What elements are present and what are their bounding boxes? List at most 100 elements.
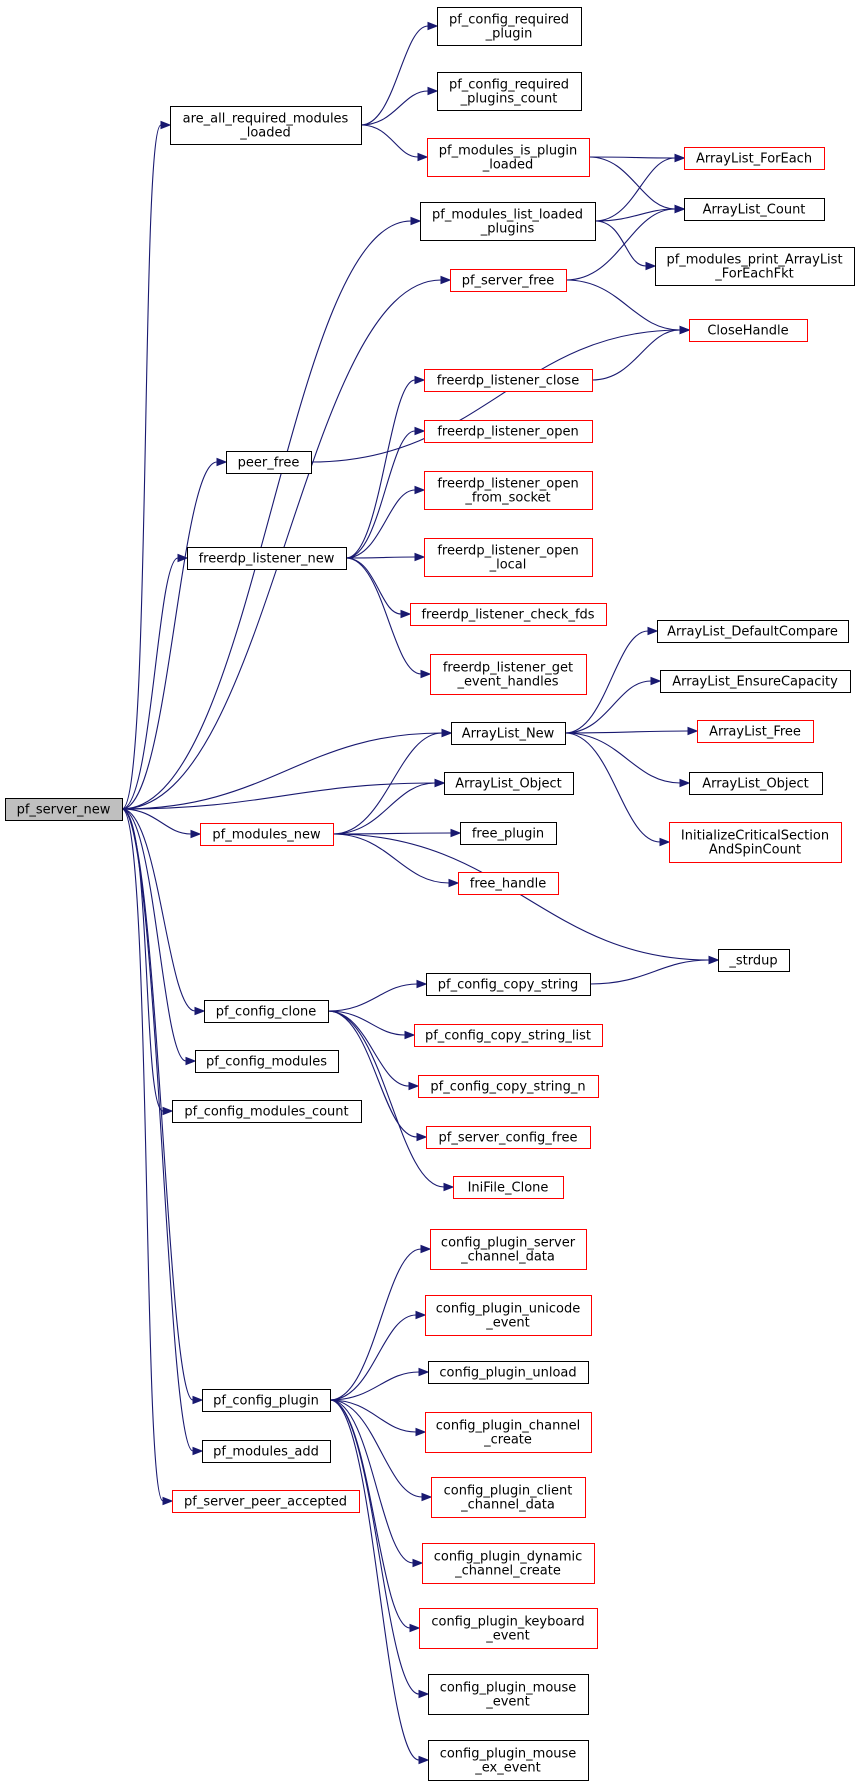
node-pf-config-modules-count[interactable]: pf_config_modules_count xyxy=(172,1100,362,1123)
node-ini-file-clone[interactable]: IniFile_Clone xyxy=(453,1176,564,1199)
node-label: config_plugin_mouse xyxy=(440,1747,577,1762)
node-config-plugin-unload[interactable]: config_plugin_unload xyxy=(428,1361,589,1384)
node-box xyxy=(428,1740,589,1781)
node-are-all-required-modules-loaded[interactable]: are_all_required_modules_loaded xyxy=(170,106,362,145)
node-freerdp-listener-check-fds[interactable]: freerdp_listener_check_fds xyxy=(410,603,607,626)
node-pf-modules-is-plugin-loaded[interactable]: pf_modules_is_plugin_loaded xyxy=(427,138,590,177)
node-freerdp-listener-close[interactable]: freerdp_listener_close xyxy=(424,369,593,392)
node-array-list-new[interactable]: ArrayList_New xyxy=(451,722,566,745)
edge-array-list-new-to-initialize-critical-section-and-spin-count xyxy=(564,732,661,843)
node-box xyxy=(444,772,574,795)
node-array-list-free[interactable]: ArrayList_Free xyxy=(697,720,814,743)
node-label: _strdup xyxy=(728,954,777,969)
node-pf-config-required-plugin[interactable]: pf_config_required_plugin xyxy=(437,7,582,46)
node-label: _channel_data xyxy=(460,1250,555,1265)
node-config-plugin-channel-create[interactable]: config_plugin_channel_create xyxy=(425,1412,592,1453)
node-pf-config-plugin[interactable]: pf_config_plugin xyxy=(202,1389,331,1412)
node-freerdp-listener-get-event-handles[interactable]: freerdp_listener_get_event_handles xyxy=(430,654,587,695)
edge-pf-config-clone-to-pf-config-copy-string-list-arrowhead xyxy=(404,1030,416,1040)
node-box xyxy=(689,772,823,795)
node-label: _from_socket xyxy=(464,491,550,506)
node-array-list-ensure-capacity[interactable]: ArrayList_EnsureCapacity xyxy=(660,670,851,693)
node-pf-config-clone[interactable]: pf_config_clone xyxy=(204,1000,329,1023)
node-array-list-for-each[interactable]: ArrayList_ForEach xyxy=(684,147,825,170)
edge-freerdp-listener-new-to-freerdp-listener-check-fds xyxy=(345,557,402,615)
edge-pf-config-plugin-to-config-plugin-keyboard-event xyxy=(329,1399,411,1629)
node-box xyxy=(202,1440,331,1463)
node-label: pf_config_copy_string xyxy=(438,978,578,993)
node-free-plugin[interactable]: free_plugin xyxy=(460,822,557,845)
node-box xyxy=(453,1176,564,1199)
node-strdup[interactable]: _strdup xyxy=(718,949,790,972)
node-pf-config-copy-string[interactable]: pf_config_copy_string xyxy=(426,973,591,996)
node-freerdp-listener-open-from-socket[interactable]: freerdp_listener_open_from_socket xyxy=(424,471,593,510)
edge-freerdp-listener-close-to-close-handle xyxy=(591,329,681,381)
edge-freerdp-listener-new-to-freerdp-listener-open xyxy=(345,430,416,559)
node-array-list-object-mid[interactable]: ArrayList_Object xyxy=(444,772,574,795)
node-array-list-default-compare[interactable]: ArrayList_DefaultCompare xyxy=(657,620,849,643)
node-pf-server-peer-accepted[interactable]: pf_server_peer_accepted xyxy=(172,1490,360,1513)
node-pf-config-modules[interactable]: pf_config_modules xyxy=(195,1050,339,1073)
node-label: ArrayList_Object xyxy=(455,777,562,792)
node-config-plugin-dynamic-channel-create[interactable]: config_plugin_dynamic_channel_create xyxy=(422,1543,595,1584)
node-box xyxy=(427,138,590,177)
node-config-plugin-mouse-ex-event[interactable]: config_plugin_mouse_ex_event xyxy=(428,1740,589,1781)
edge-pf-config-clone-to-pf-server-config-free xyxy=(327,1010,418,1138)
edges-layer xyxy=(121,21,720,1765)
node-config-plugin-keyboard-event[interactable]: config_plugin_keyboard_event xyxy=(419,1608,598,1649)
node-box xyxy=(431,1477,586,1518)
node-freerdp-listener-new[interactable]: freerdp_listener_new xyxy=(187,547,347,570)
node-pf-server-new[interactable]: pf_server_new xyxy=(5,798,123,821)
edge-pf-server-new-to-pf-modules-new xyxy=(121,808,192,835)
node-label: _ForEachFkt xyxy=(714,267,793,282)
edge-pf-config-clone-to-pf-config-copy-string-list xyxy=(327,1010,406,1036)
edge-array-list-new-to-array-list-free xyxy=(564,730,689,734)
node-array-list-object-right[interactable]: ArrayList_Object xyxy=(689,772,823,795)
node-box xyxy=(187,547,347,570)
node-label: pf_server_free xyxy=(462,274,555,289)
edge-pf-config-plugin-to-config-plugin-keyboard-event-arrowhead xyxy=(409,1623,421,1633)
node-pf-modules-list-loaded-plugins[interactable]: pf_modules_list_loaded_plugins xyxy=(420,202,596,241)
node-pf-config-required-plugins-count[interactable]: pf_config_required_plugins_count xyxy=(437,72,582,111)
edge-freerdp-listener-new-to-freerdp-listener-check-fds-arrowhead xyxy=(400,609,412,619)
node-label: free_plugin xyxy=(472,827,544,842)
node-label: pf_config_plugin xyxy=(213,1394,319,1409)
edge-pf-modules-new-to-array-list-object-mid xyxy=(332,782,436,835)
node-config-plugin-client-channel-data[interactable]: config_plugin_client_channel_data xyxy=(431,1477,586,1518)
edge-pf-modules-list-loaded-plugins-to-pf-modules-print-array-list-for-each-fkt xyxy=(594,220,647,267)
edge-pf-modules-list-loaded-plugins-to-array-list-for-each-arrowhead xyxy=(674,153,686,163)
node-freerdp-listener-open[interactable]: freerdp_listener_open xyxy=(424,420,593,443)
node-label: _event xyxy=(485,1695,530,1710)
node-pf-modules-new[interactable]: pf_modules_new xyxy=(200,823,334,846)
edge-pf-server-new-to-freerdp-listener-new-arrowhead xyxy=(177,553,189,563)
node-freerdp-listener-open-local[interactable]: freerdp_listener_open_local xyxy=(424,538,593,577)
edge-pf-modules-new-to-free-plugin xyxy=(332,832,452,835)
node-pf-server-config-free[interactable]: pf_server_config_free xyxy=(426,1126,591,1149)
node-pf-config-copy-string-list[interactable]: pf_config_copy_string_list xyxy=(414,1024,603,1047)
node-box xyxy=(684,147,825,170)
node-pf-modules-print-array-list-for-each-fkt[interactable]: pf_modules_print_ArrayList_ForEachFkt xyxy=(655,247,855,286)
node-label: pf_config_clone xyxy=(216,1005,317,1020)
edge-freerdp-listener-new-to-freerdp-listener-open-arrowhead xyxy=(414,426,426,436)
edge-pf-config-clone-to-pf-config-copy-string-arrowhead xyxy=(416,979,428,989)
edge-pf-modules-new-to-array-list-new xyxy=(332,732,443,835)
node-pf-config-copy-string-n[interactable]: pf_config_copy_string_n xyxy=(418,1075,599,1098)
node-box xyxy=(437,72,582,111)
node-peer-free[interactable]: peer_free xyxy=(226,451,312,474)
node-array-list-count[interactable]: ArrayList_Count xyxy=(684,198,825,221)
node-pf-modules-add[interactable]: pf_modules_add xyxy=(202,1440,331,1463)
node-pf-server-free[interactable]: pf_server_free xyxy=(450,269,567,292)
node-close-handle[interactable]: CloseHandle xyxy=(689,319,808,342)
edge-array-list-new-to-array-list-free-arrowhead xyxy=(687,726,699,736)
node-label: _channel_data xyxy=(460,1498,555,1513)
node-box xyxy=(458,872,559,895)
node-config-plugin-unicode-event[interactable]: config_plugin_unicode_event xyxy=(425,1295,592,1336)
node-config-plugin-server-channel-data[interactable]: config_plugin_server_channel_data xyxy=(430,1229,587,1270)
node-label: config_plugin_client xyxy=(444,1484,573,1499)
node-free-handle[interactable]: free_handle xyxy=(458,872,559,895)
edge-pf-modules-new-to-free-handle-arrowhead xyxy=(448,878,460,888)
edge-freerdp-listener-new-to-freerdp-listener-get-event-handles xyxy=(345,557,422,675)
node-label: pf_modules_list_loaded xyxy=(432,208,583,223)
node-config-plugin-mouse-event[interactable]: config_plugin_mouse_event xyxy=(428,1674,589,1715)
